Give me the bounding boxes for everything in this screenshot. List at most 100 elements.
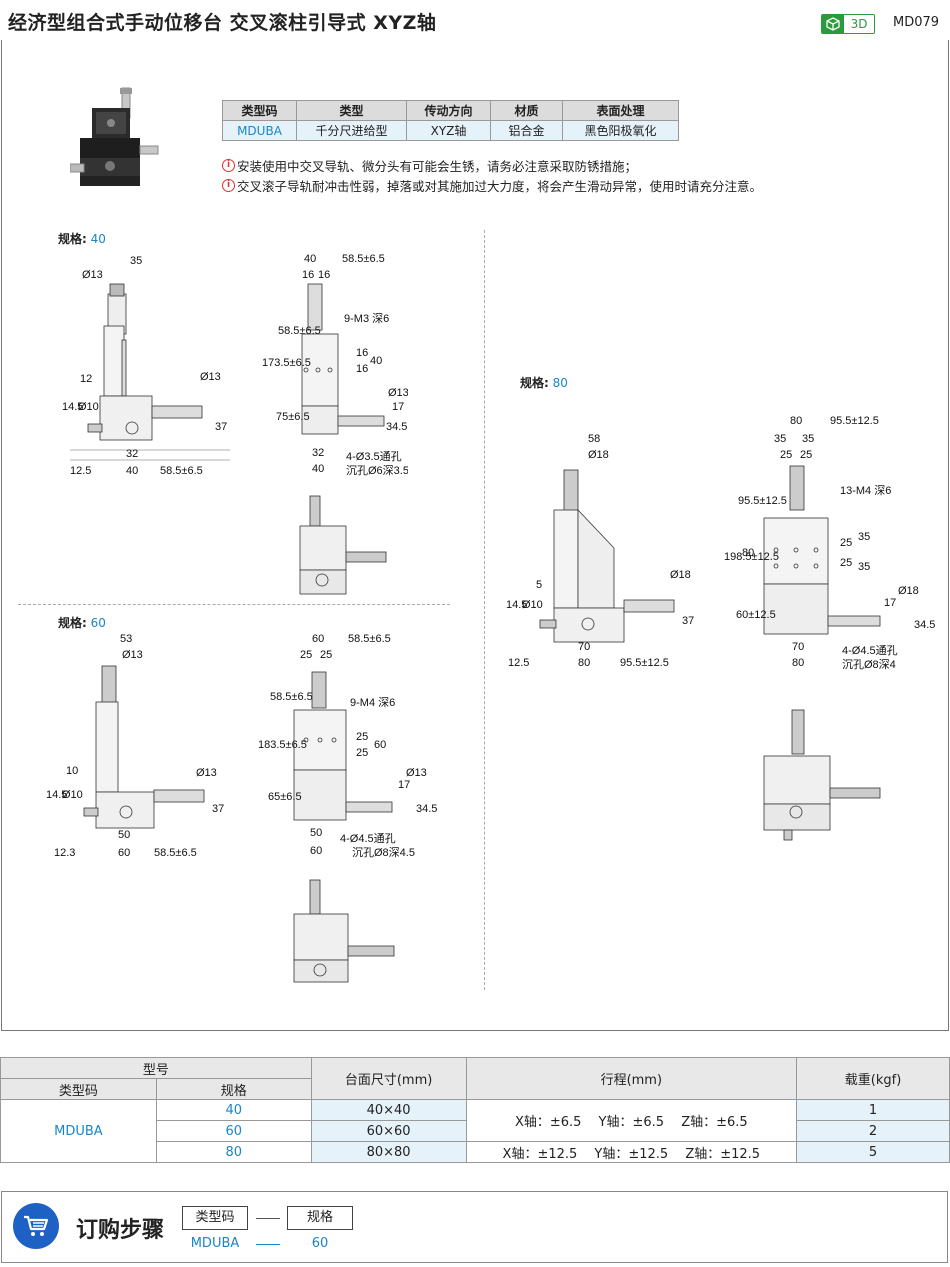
order-value-spec: 60 xyxy=(311,1236,329,1251)
spec-row-size: 40×40 xyxy=(310,1099,467,1121)
attr-value-type: 千分尺进给型 xyxy=(296,120,407,141)
dim-label: Ø18 xyxy=(588,449,609,461)
spec-value: 80 xyxy=(552,376,568,390)
dim-label: 25 xyxy=(300,649,312,661)
attr-value-finish: 黑色阳极氧化 xyxy=(562,120,679,141)
dim-label: 沉孔Ø8深4 xyxy=(842,658,896,671)
dim-label: 37 xyxy=(215,421,227,433)
dim-label: 17 xyxy=(398,779,410,791)
dim-label: 17 xyxy=(392,401,404,413)
dim-label: 4-Ø4.5通孔 xyxy=(842,644,898,657)
spec-col-type: 类型码 xyxy=(0,1078,157,1100)
dim-label: 35 xyxy=(858,531,870,543)
order-connector xyxy=(256,1218,280,1219)
dim-label: 60 xyxy=(310,845,322,857)
cube-icon xyxy=(822,15,844,33)
dim-label: 25 xyxy=(800,449,812,461)
attribute-header-row: 类型码 类型 传动方向 材质 表面处理 xyxy=(222,100,679,121)
dim-label: 50 xyxy=(310,827,322,839)
spec-prefix: 规格: xyxy=(520,376,549,390)
spec-table: 型号 台面尺寸(mm) 行程(mm) 载重(kgf) 类型码 规格 MDUBA … xyxy=(0,1057,950,1163)
dim-label: Ø13 xyxy=(388,387,408,399)
spec-row-size: 80×80 xyxy=(310,1141,467,1163)
dim-label: 9-M3 深6 xyxy=(344,312,389,325)
order-steps-panel xyxy=(1,1191,948,1263)
dim-label: 80 xyxy=(742,547,754,559)
attr-value-material: 铝合金 xyxy=(490,120,563,141)
dim-label: 35 xyxy=(774,433,786,445)
product-photo xyxy=(70,87,159,186)
dim-label: 13-M4 深6 xyxy=(840,484,891,497)
dim-label: Ø13 xyxy=(406,767,427,779)
note-text: 交叉滚子导轨耐冲击性弱，掉落或对其施加过大力度，将会产生滑动异常，使用时请充分注… xyxy=(237,179,763,194)
dim-label: 14.5 xyxy=(46,789,67,801)
attr-header-type: 类型 xyxy=(296,100,407,121)
vertical-divider xyxy=(484,230,485,990)
dim-label: 80 xyxy=(790,415,802,427)
dim-label: 70 xyxy=(792,641,804,653)
dim-label: 37 xyxy=(682,615,694,627)
spec-type-code: MDUBA xyxy=(0,1099,157,1163)
spec-travel-large: X轴：±12.5 Y轴：±12.5 Z轴：±12.5 xyxy=(465,1141,798,1163)
dim-label: 40 xyxy=(370,355,382,367)
attribute-value-row: MDUBA 千分尺进给型 XYZ轴 铝合金 黑色阳极氧化 xyxy=(222,120,679,141)
warning-icon: i xyxy=(222,159,235,172)
attr-value-type-code: MDUBA xyxy=(222,120,297,141)
dim-label: 65±6.5 xyxy=(268,791,302,803)
note-impact: i 交叉滚子导轨耐冲击性弱，掉落或对其施加过大力度，将会产生滑动异常，使用时请充… xyxy=(222,176,762,195)
drawing-60-front: 53 Ø13 10 14.5 Ø10 Ø13 37 50 12.3 60 58.… xyxy=(46,633,224,859)
spec-group-header: 型号 xyxy=(0,1057,312,1079)
attr-header-finish: 表面处理 xyxy=(562,100,679,121)
dim-label: 16 xyxy=(356,363,368,375)
dim-label: Ø13 xyxy=(122,649,143,661)
spec-label-60: 规格: 60 xyxy=(58,614,106,631)
dim-label: 58 xyxy=(588,433,600,445)
dim-label: 80 xyxy=(578,657,590,669)
dim-label: Ø10 xyxy=(62,789,83,801)
drawing-60-side: 60 58.5±6.5 25 25 9-M4 深6 58.5±6.5 183.5… xyxy=(258,633,437,859)
dim-label: 25 xyxy=(356,747,368,759)
dim-label: 95.5±12.5 xyxy=(620,657,669,669)
dim-label: 34.5 xyxy=(914,619,935,631)
dim-label: 17 xyxy=(884,597,896,609)
dim-label: 40 xyxy=(126,465,138,477)
dim-label: 沉孔Ø6深3.5 xyxy=(346,464,408,477)
spec-col-load: 载重(kgf) xyxy=(796,1057,950,1100)
dim-label: 25 xyxy=(840,537,852,549)
dim-label: 25 xyxy=(356,731,368,743)
spec-prefix: 规格: xyxy=(58,616,87,630)
attr-value-direction: XYZ轴 xyxy=(406,120,491,141)
spec-prefix: 规格: xyxy=(58,232,87,246)
attribute-table: 类型码 类型 传动方向 材质 表面处理 MDUBA 千分尺进给型 XYZ轴 铝合… xyxy=(222,100,679,141)
horizontal-divider xyxy=(18,604,450,605)
warning-icon: i xyxy=(222,179,235,192)
dim-label: 12.3 xyxy=(54,847,75,859)
dim-label: 198.5±12.5 xyxy=(724,551,779,563)
attr-header-material: 材质 xyxy=(490,100,563,121)
attr-header-direction: 传动方向 xyxy=(406,100,491,121)
spec-value: 40 xyxy=(90,232,106,246)
dim-label: 16 xyxy=(356,347,368,359)
dim-label: 58.5±6.5 xyxy=(348,633,391,645)
note-text: 安装使用中交叉导轨、微分头有可能会生锈，请务必注意采取防锈措施； xyxy=(237,159,638,174)
dim-label: 沉孔Ø8深4.5 xyxy=(352,846,415,859)
dim-label: 5 xyxy=(536,579,542,591)
spec-row-spec: 40 xyxy=(155,1099,312,1121)
spec-row-load: 1 xyxy=(796,1099,950,1121)
cart-icon xyxy=(13,1203,59,1249)
dim-label: 16 xyxy=(302,269,314,281)
spec-label-40: 规格: 40 xyxy=(58,230,106,247)
dim-label: 60 xyxy=(118,847,130,859)
spec-row-size: 60×60 xyxy=(310,1120,467,1142)
dim-label: 25 xyxy=(780,449,792,461)
dim-label: 35 xyxy=(130,255,142,267)
dim-label: Ø10 xyxy=(522,599,543,611)
3d-model-button[interactable]: 3D xyxy=(821,14,875,34)
dim-label: 183.5±6.5 xyxy=(258,739,307,751)
dim-label: 4-Ø3.5通孔 xyxy=(346,450,402,463)
order-title: 订购步骤 xyxy=(76,1218,165,1243)
order-box-spec: 规格 xyxy=(287,1206,353,1230)
product-code: MD079 xyxy=(893,15,940,30)
dim-label: 40 xyxy=(312,463,324,475)
drawing-40-front: 35 Ø13 12 14.5 Ø10 Ø13 37 32 12.5 40 58.… xyxy=(62,255,230,477)
